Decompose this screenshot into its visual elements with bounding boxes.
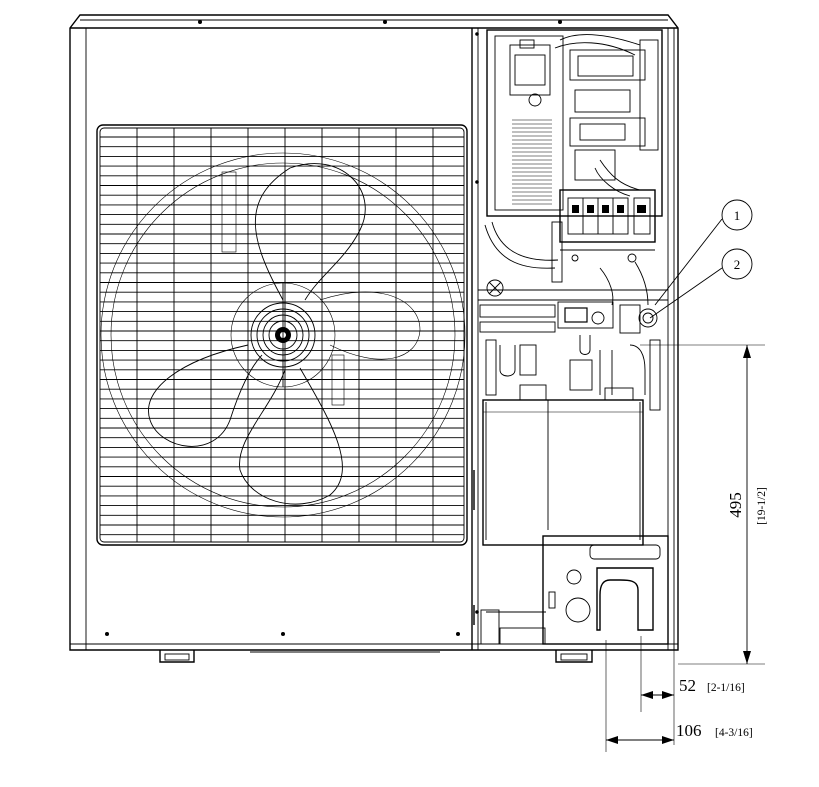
callout-2-label: 2 <box>734 257 741 272</box>
dimension-height: 495 [19-1/2] <box>640 344 768 665</box>
callout-1: 1 <box>654 199 753 306</box>
terminal-block <box>559 189 656 263</box>
dimension-height-value: 495 <box>726 492 745 518</box>
dimension-offset-large: 106 [4-3/16] <box>605 640 753 752</box>
dimension-offset-large-inch: [4-3/16] <box>715 727 753 739</box>
dimension-offset-small: 52 [2-1/16] <box>640 636 745 745</box>
dimension-offset-small-value: 52 <box>679 676 696 695</box>
dimension-offset-small-inch: [2-1/16] <box>707 682 745 694</box>
callout-2: 2 <box>649 248 753 319</box>
dimension-height-inch: [19-1/2] <box>756 487 768 525</box>
compressor <box>482 384 644 546</box>
fan-icon <box>100 152 466 518</box>
electrical-box <box>486 29 663 217</box>
callout-1-label: 1 <box>734 208 741 223</box>
cabinet-outline <box>69 14 679 651</box>
dimension-offset-large-value: 106 <box>676 721 702 740</box>
refrigerant-piping <box>478 221 668 411</box>
cabinet-feet <box>159 650 593 663</box>
service-port-panel <box>480 535 669 645</box>
